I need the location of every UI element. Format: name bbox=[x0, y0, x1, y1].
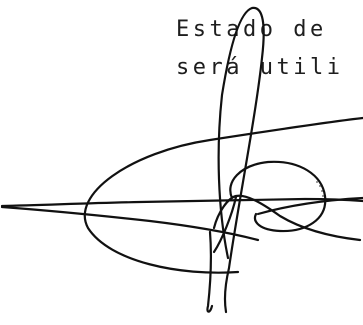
typed-text-line-1: Estado de bbox=[176, 17, 327, 43]
signature-stroke-lower-sweep bbox=[2, 207, 258, 240]
signature-stroke-knot bbox=[214, 196, 360, 240]
signature-stroke-inner-loop bbox=[230, 162, 325, 231]
signature-stroke-tall-loop bbox=[219, 8, 264, 312]
typed-text-line-2: será utili bbox=[176, 55, 343, 81]
signature-stroke-tail bbox=[207, 232, 212, 312]
signature-stroke-large-ellipse bbox=[85, 118, 363, 273]
signature-stroke-horizontal-sweep bbox=[2, 199, 363, 206]
signature-stroke-cross bbox=[214, 197, 236, 252]
signature-stroke-upper-right bbox=[258, 198, 363, 214]
